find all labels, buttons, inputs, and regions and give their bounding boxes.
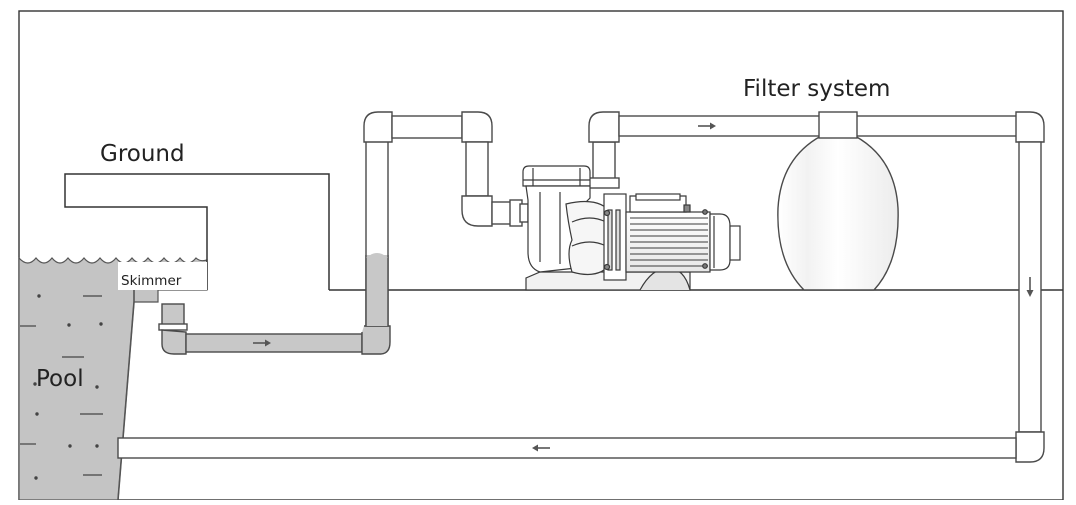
- flow-arrow-to-filter: [698, 122, 716, 130]
- filter-tank: [777, 111, 899, 291]
- skimmer-label: Skimmer: [121, 273, 182, 289]
- pool-pump: [522, 165, 741, 291]
- ground-deck-outline: [64, 173, 330, 290]
- flow-arrows: [253, 122, 1034, 452]
- flow-arrow-suction: [253, 339, 271, 347]
- ground-label: Ground: [100, 141, 185, 167]
- pool-label: Pool: [36, 366, 84, 392]
- flow-arrow-down: [1026, 277, 1034, 297]
- flow-arrow-return: [532, 444, 550, 452]
- skimmer-box: [118, 262, 207, 290]
- filter-system-label: Filter system: [743, 76, 890, 102]
